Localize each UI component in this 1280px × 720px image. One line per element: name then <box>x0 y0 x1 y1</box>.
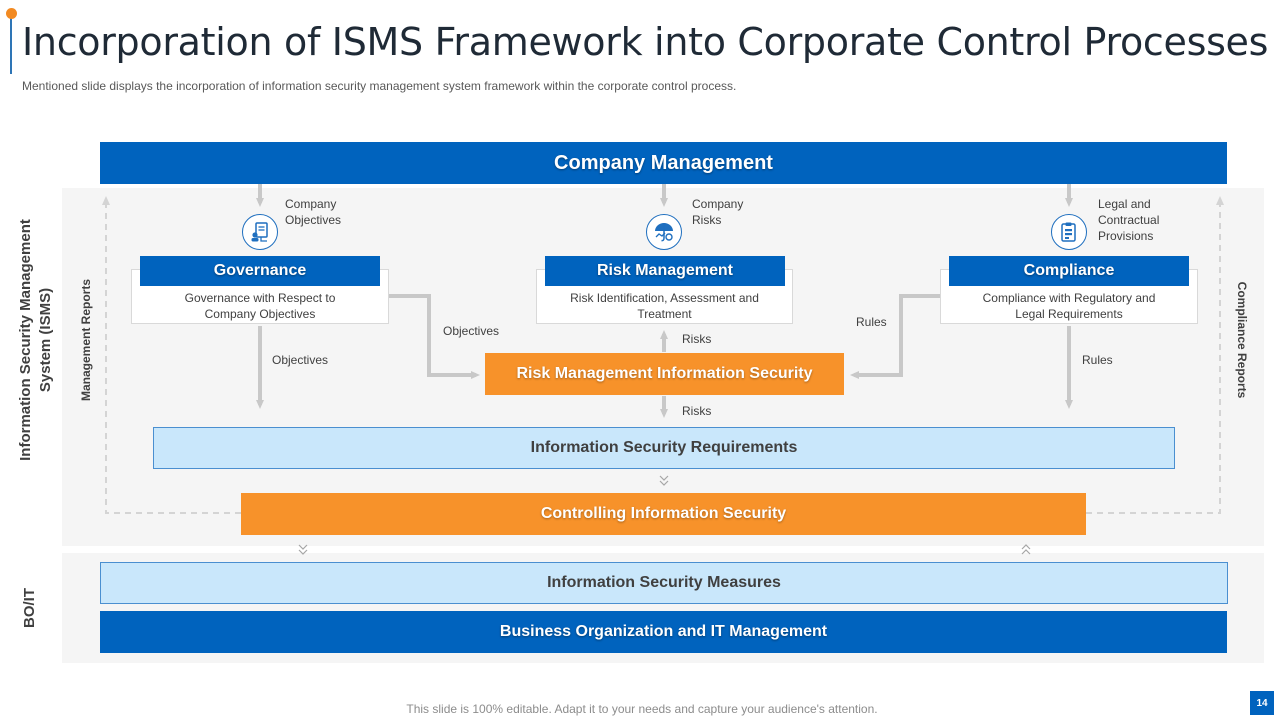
compliance-description: Compliance with Regulatory and Legal Req… <box>982 291 1156 321</box>
boit-side-label: BO/IT <box>21 588 38 628</box>
arrow-governance-to-center <box>389 294 480 379</box>
umbrella-icon <box>646 214 682 250</box>
rules-to-center-label: Rules <box>856 315 887 329</box>
controlling-information-security-bar: Controlling Information Security <box>241 493 1086 535</box>
business-organization-it-management-bar: Business Organization and IT Management <box>100 611 1227 653</box>
flow-arrows <box>256 184 1073 418</box>
governance-description: Governance with Respect to Company Objec… <box>184 291 336 321</box>
legal-provisions-label: Legal and Contractual Provisions <box>1098 197 1160 243</box>
risk-management-description: Risk Identification, Assessment and Trea… <box>570 291 759 321</box>
information-security-measures-bar: Information Security Measures <box>100 562 1228 604</box>
governance-objectives-label: Objectives <box>272 353 329 367</box>
arrow-compliance-to-center <box>850 294 940 379</box>
compliance-title: Compliance <box>949 256 1189 286</box>
management-reports-label: Management Reports <box>79 278 93 402</box>
page-number: 14 <box>1250 691 1274 715</box>
governance-title: Governance <box>140 256 380 286</box>
chevron-up-icon <box>1021 544 1031 555</box>
compliance-card: Compliance Compliance with Regulatory an… <box>940 256 1198 324</box>
company-management-bar: Company Management <box>100 142 1227 184</box>
chevron-down-icon <box>298 544 308 555</box>
objectives-to-center-label: Objectives <box>443 324 500 338</box>
risks-up-label: Risks <box>682 332 712 346</box>
page-subtitle: Mentioned slide displays the incorporati… <box>22 79 737 93</box>
information-security-requirements-bar: Information Security Requirements <box>153 427 1175 469</box>
risk-management-card: Risk Management Risk Identification, Ass… <box>536 256 793 324</box>
company-objectives-label: Company Objectives <box>285 197 342 227</box>
governance-icon <box>242 214 278 250</box>
management-reports-loop <box>102 196 241 514</box>
risks-down-label: Risks <box>682 404 712 418</box>
compliance-reports-label: Compliance Reports <box>1235 281 1249 399</box>
risk-management-information-security-box: Risk Management Information Security <box>485 353 844 395</box>
footer-note: This slide is 100% editable. Adapt it to… <box>406 702 878 716</box>
title-accent-dot <box>6 8 17 19</box>
compliance-reports-loop <box>1086 196 1224 514</box>
compliance-rules-label: Rules <box>1082 353 1113 367</box>
governance-card: Governance Governance with Respect to Co… <box>131 256 389 324</box>
risk-management-title: Risk Management <box>545 256 785 286</box>
page-title: Incorporation of ISMS Framework into Cor… <box>22 20 1269 64</box>
clipboard-icon <box>1051 214 1087 250</box>
isms-side-label: Information Security Management System (… <box>17 219 54 461</box>
chevron-down-icon <box>659 475 669 486</box>
title-accent-line <box>10 14 12 74</box>
chevrons <box>298 475 1031 555</box>
company-risks-label: Company Risks <box>692 197 744 227</box>
